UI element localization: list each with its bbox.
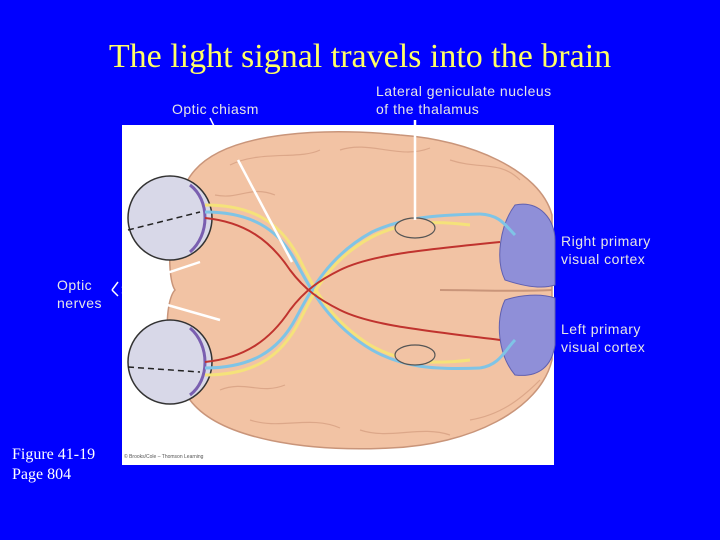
left-visual-cortex [499, 295, 555, 375]
label-optic-chiasm: Optic chiasm [172, 100, 259, 118]
page-number: Page 804 [12, 465, 95, 485]
right-eye [128, 176, 212, 260]
label-left-cortex-line1: Left primary [561, 320, 645, 338]
label-lgn-line2: of the thalamus [376, 100, 552, 118]
label-lgn-line1: Lateral geniculate nucleus [376, 82, 552, 100]
label-optic-nerves: Optic nerves [57, 276, 102, 312]
left-eye [128, 320, 212, 404]
right-visual-cortex [500, 204, 555, 287]
figure-reference: Figure 41-19 Page 804 [12, 445, 95, 485]
label-left-cortex-line2: visual cortex [561, 338, 645, 356]
image-credit: © Brooks/Cole – Thomson Learning [124, 454, 203, 460]
label-lgn: Lateral geniculate nucleus of the thalam… [376, 82, 552, 118]
label-optic-nerves-line2: nerves [57, 294, 102, 312]
label-left-visual-cortex: Left primary visual cortex [561, 320, 645, 356]
right-lgn [395, 218, 435, 238]
left-lgn [395, 345, 435, 365]
figure-number: Figure 41-19 [12, 445, 95, 465]
label-right-cortex-line1: Right primary [561, 232, 651, 250]
label-right-visual-cortex: Right primary visual cortex [561, 232, 651, 268]
label-optic-nerves-line1: Optic [57, 276, 102, 294]
midline-fissure [440, 290, 552, 291]
label-right-cortex-line2: visual cortex [561, 250, 651, 268]
